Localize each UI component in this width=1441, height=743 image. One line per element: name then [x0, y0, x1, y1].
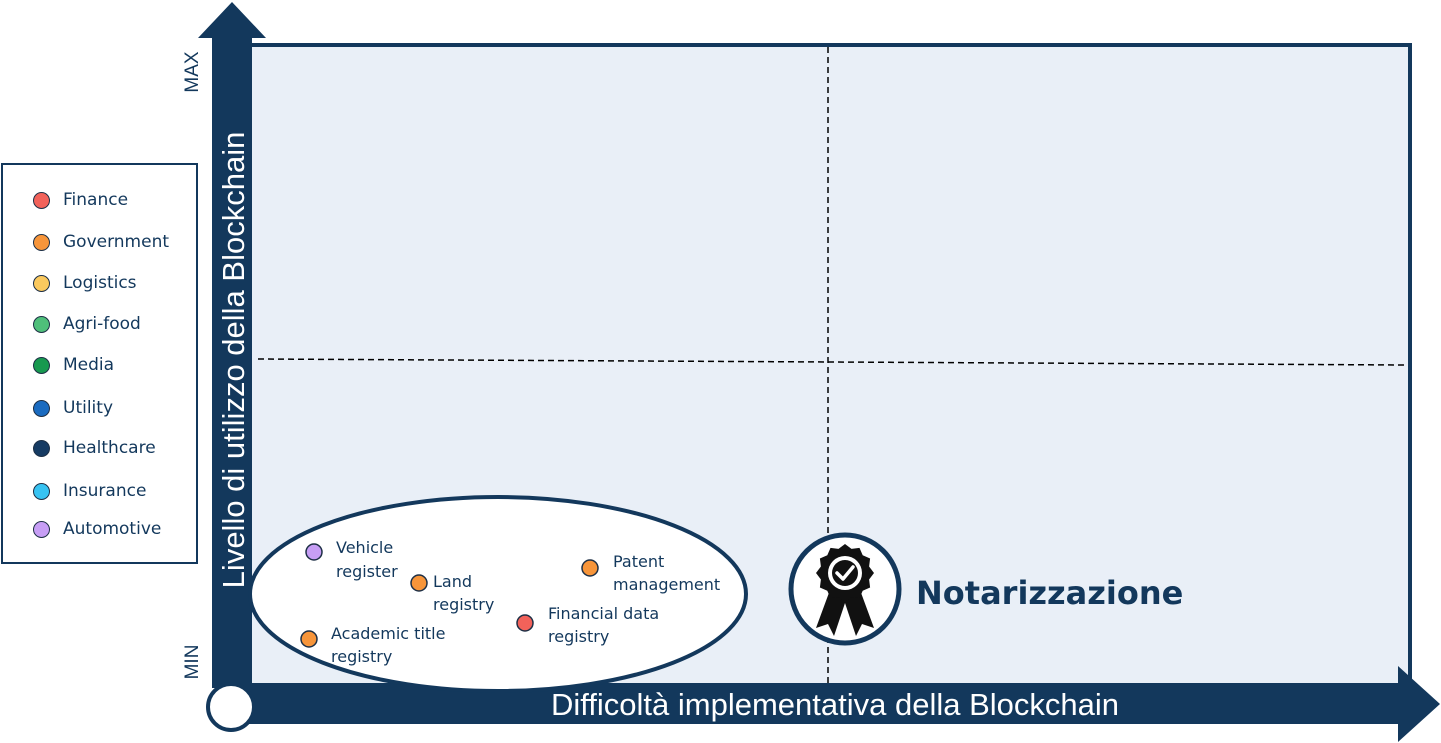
use-case-label-line1: Vehicle: [336, 538, 393, 557]
legend-label: Finance: [63, 190, 129, 210]
legend-dot: [33, 356, 50, 374]
y-axis-arrow: [198, 2, 266, 688]
use-case-label-line2: registry: [331, 647, 392, 666]
legend-item-finance: Finance: [33, 189, 128, 211]
legend-dot: [33, 520, 50, 538]
legend-item-logistics: Logistics: [33, 272, 137, 294]
use-case-label-line2: management: [613, 575, 720, 594]
legend-item-insurance: Insurance: [33, 480, 146, 502]
use-case-label-line1: Financial data: [548, 604, 659, 623]
legend-dot: [33, 482, 50, 500]
award-badge-icon: [788, 532, 902, 646]
use-case-patent-management: Patent management: [581, 552, 720, 594]
use-case-label-line1: Land: [433, 572, 472, 591]
legend-dot: [33, 439, 50, 457]
legend-dot: [33, 315, 50, 333]
use-case-label-line2: registry: [548, 627, 609, 646]
highlight-label: Notarizzazione: [916, 574, 1183, 612]
use-case-label-line1: Patent: [613, 552, 664, 571]
legend-item-healthcare: Healthcare: [33, 437, 156, 459]
legend-item-media: Media: [33, 354, 114, 376]
use-case-vehicle-register: Vehicle register: [305, 538, 398, 581]
use-case-dot: [516, 614, 534, 632]
y-min-label: MIN: [182, 645, 203, 680]
origin-circle: [206, 682, 256, 732]
use-case-label-line1: Academic title: [331, 624, 445, 643]
use-case-cluster: [248, 495, 748, 693]
legend-label: Logistics: [63, 273, 137, 293]
horizontal-divider: [257, 358, 1406, 366]
legend-label: Utility: [63, 398, 114, 418]
x-axis-title: Difficoltà implementativa della Blockcha…: [551, 687, 1119, 722]
use-case-land-registry: Land registry: [410, 572, 494, 614]
use-case-dot: [581, 559, 599, 577]
legend-item-automotive: Automotive: [33, 518, 161, 540]
legend-item-utility: Utility: [33, 397, 113, 419]
legend-label: Automotive: [63, 519, 162, 539]
use-case-financial-data-registry: Financial data registry: [516, 604, 659, 646]
legend-label: Government: [63, 232, 170, 252]
legend-item-agri-food: Agri-food: [33, 313, 141, 335]
legend-label: Agri-food: [63, 314, 141, 334]
legend-dot: [33, 191, 50, 209]
legend-label: Healthcare: [63, 438, 156, 458]
legend-item-government: Government: [33, 231, 169, 253]
legend-label: Media: [63, 355, 115, 375]
use-case-academic-title-registry: Academic title registry: [300, 624, 445, 666]
legend-dot: [33, 399, 50, 417]
use-case-dot: [300, 630, 318, 648]
legend-dot: [33, 274, 50, 292]
use-case-dot: [410, 574, 428, 592]
use-case-label-line2: registry: [433, 595, 494, 614]
use-case-dot: [305, 543, 323, 561]
legend-label: Insurance: [63, 481, 147, 501]
use-case-label-line2: register: [336, 562, 398, 581]
y-axis-title: Livello di utilizzo della Blockchain: [216, 132, 251, 589]
y-max-label: MAX: [182, 51, 203, 93]
legend-dot: [33, 233, 50, 251]
